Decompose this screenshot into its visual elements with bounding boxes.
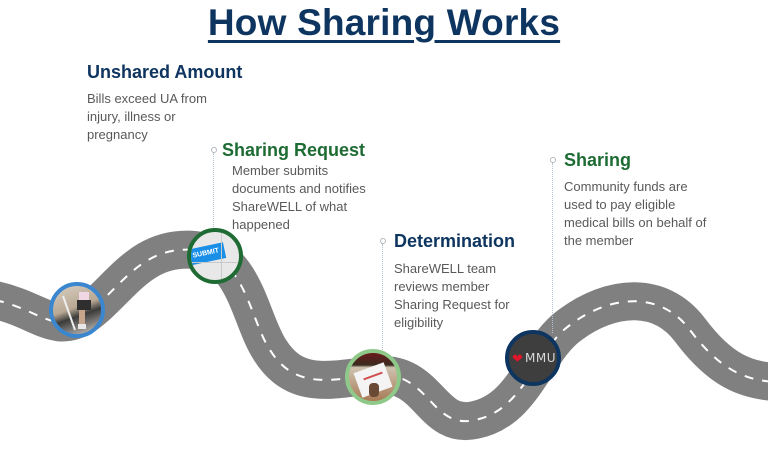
heart-icon: ❤ [512,351,523,366]
community-heart-icon: ❤ MMUNI [505,330,561,386]
connector-line-determination [382,244,383,352]
submit-key-icon: SUBMIT [187,228,243,284]
connector-dot-determination [380,238,386,244]
connector-line-sharing [552,163,553,333]
step-desc-unshared-amount: Bills exceed UA from injury, illness or … [87,91,207,142]
injured-person-icon [49,282,105,338]
page-title: How Sharing Works [207,2,561,43]
step-desc-sharing-request: Member submits documents and notifies Sh… [232,163,366,232]
step-title-sharing-request: Sharing Request [222,140,366,160]
connector-line-sharing-request [213,153,214,233]
step-title-unshared-amount: Unshared Amount [87,62,243,82]
step-desc-determination: ShareWELL team reviews member Sharing Re… [394,261,510,330]
community-label: MMUNI [525,351,557,365]
connector-dot-sharing-request [211,147,217,153]
step-title-sharing: Sharing [564,150,632,170]
step-title-determination: Determination [394,231,516,251]
document-review-icon [345,349,401,405]
step-desc-sharing: Community funds are used to pay eligible… [564,179,707,248]
connector-dot-sharing [550,157,556,163]
